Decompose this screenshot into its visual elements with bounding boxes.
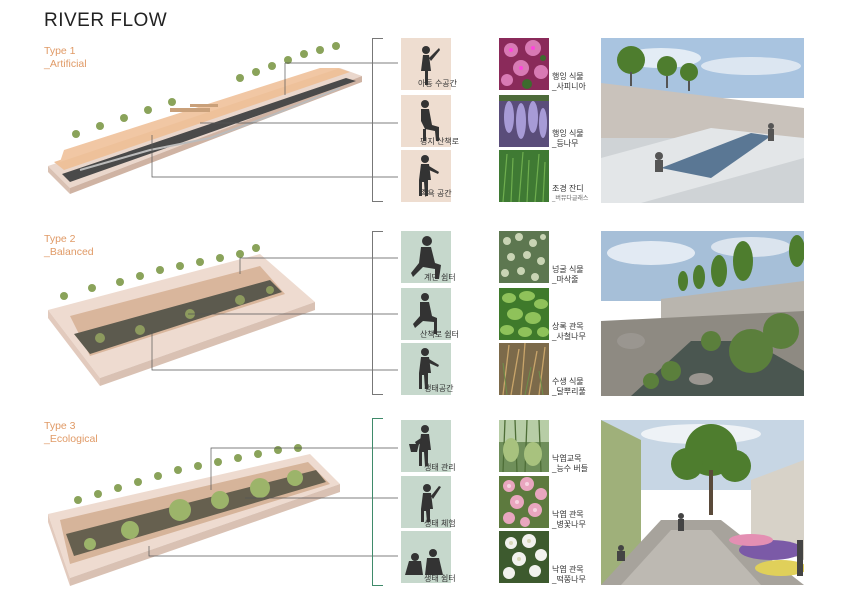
type2-label: Type 2 _Balanced	[44, 233, 94, 259]
type3-person-experience	[401, 476, 451, 528]
type3-person-rest	[401, 531, 451, 583]
type1-subname: _Artificial	[44, 58, 87, 70]
type3-space-1-label: 생태 관리	[424, 463, 456, 472]
type1-person-footbath	[401, 150, 451, 202]
type2-section-model	[48, 244, 315, 386]
type2-person-walk-rest	[401, 288, 451, 340]
type3-name: Type 3	[44, 420, 76, 432]
type3-plant-2-label: 낙엽 관목 _병꽃나무	[552, 510, 586, 529]
type1-bracket	[372, 38, 383, 202]
type2-space-2-label: 산책로 쉼터	[420, 330, 460, 339]
type1-space-3-label: 족욕 공간	[420, 189, 452, 198]
type1-plant-2-image	[499, 95, 549, 147]
type2-plant-3-label: 수생 식물 _달뿌리풀	[552, 377, 586, 396]
type3-section-model	[48, 444, 340, 586]
type2-plant-1-image	[499, 231, 549, 283]
type2-space-1-label: 계단 쉼터	[424, 273, 456, 282]
type1-plant-1-label: 행잉 식물 _사피니아	[552, 72, 586, 91]
type1-leader-lines	[151, 62, 398, 178]
type3-leader-lines	[148, 447, 398, 557]
type3-label: Type 3 _Ecological	[44, 420, 98, 446]
type2-plant-3-image	[499, 343, 549, 395]
type2-name: Type 2	[44, 233, 76, 245]
type2-person-ecology	[401, 343, 451, 395]
type1-person-walk	[401, 95, 451, 147]
type2-plant-2-label: 상록 관목 _사철나무	[552, 322, 586, 341]
type3-plant-3-image	[499, 531, 549, 583]
type1-plant-1-image	[499, 38, 549, 90]
type3-plant-1-label: 낙엽교목 _능수 버들	[552, 454, 589, 473]
type2-subname: _Balanced	[44, 246, 94, 258]
type1-space-2-label: 평지 산책로	[420, 137, 460, 146]
type1-plant-2-label: 행잉 식물 _등나무	[552, 129, 584, 148]
type2-plant-2-image	[499, 288, 549, 340]
type2-space-3-label: 생태공간	[424, 384, 454, 393]
type3-perspective-render	[601, 420, 804, 585]
type2-bracket	[372, 231, 383, 395]
type1-perspective-render	[601, 38, 804, 203]
type1-section-model	[48, 42, 362, 194]
type1-person-water-play	[401, 38, 451, 90]
type2-plant-1-label: 넝굴 식물 _마삭줄	[552, 265, 584, 284]
type2-leader-lines	[151, 257, 398, 371]
page-title: RIVER FLOW	[44, 10, 168, 31]
type3-plant-2-image	[499, 476, 549, 528]
type1-space-1-label: 아동 수공간	[418, 79, 458, 88]
type1-name: Type 1	[44, 45, 76, 57]
type1-plant-3-label: 조경 잔디 _버뮤다글래스	[552, 184, 589, 202]
type1-plant-3-image	[499, 150, 549, 202]
type3-space-2-label: 생태 체험	[424, 519, 456, 528]
type3-bracket	[372, 418, 383, 586]
type2-perspective-render	[601, 231, 804, 396]
type1-label: Type 1 _Artificial	[44, 45, 87, 71]
type3-plant-1-image	[499, 420, 549, 472]
type2-person-stairs	[401, 231, 451, 283]
type3-plant-3-label: 낙엽 관목 _떡쭝나무	[552, 565, 586, 584]
type3-subname: _Ecological	[44, 433, 98, 445]
type3-space-3-label: 생태 쉼터	[424, 574, 456, 583]
type3-person-management	[401, 420, 451, 472]
